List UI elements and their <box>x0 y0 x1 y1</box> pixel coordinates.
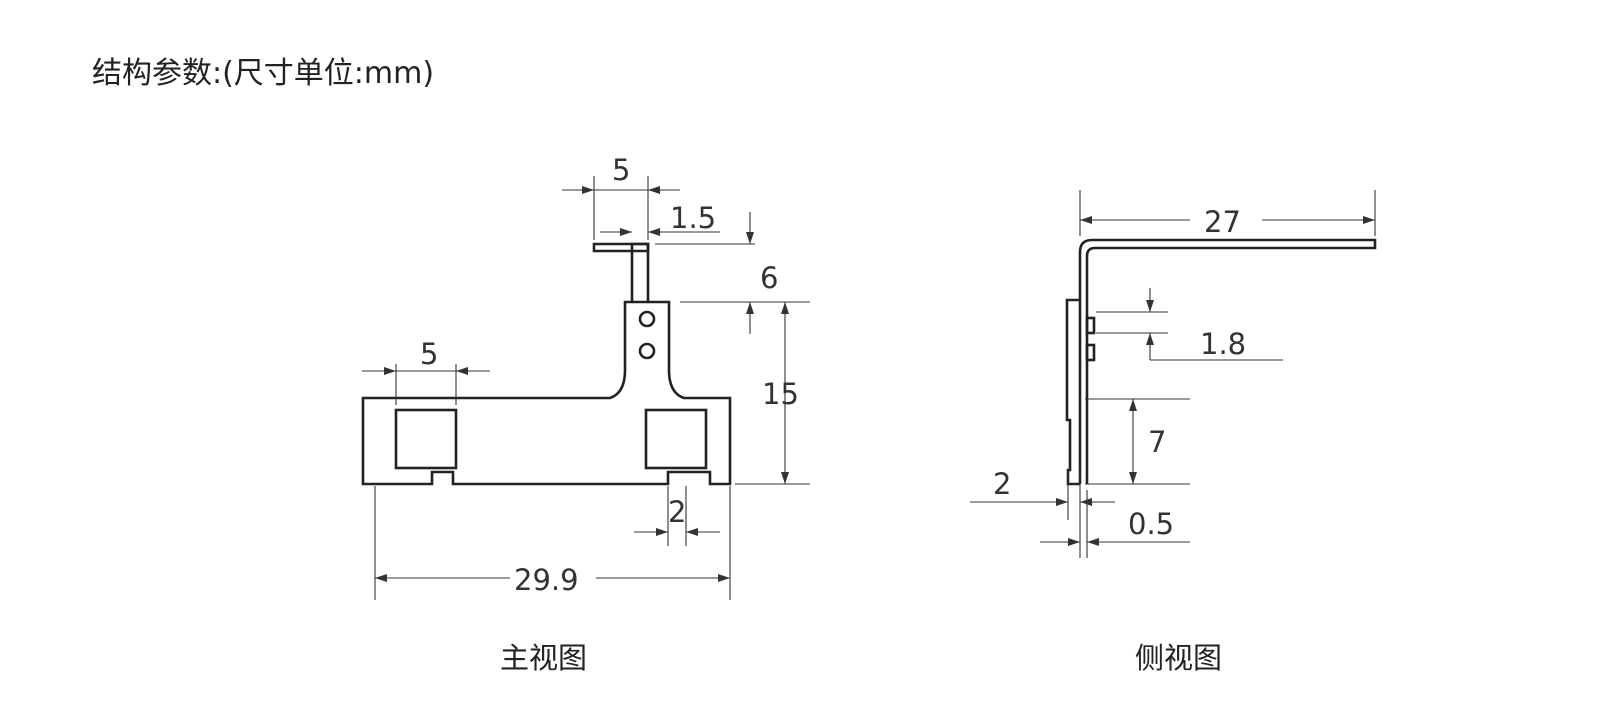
dim-total-width: 29.9 <box>514 563 579 597</box>
side-view-caption: 侧视图 <box>1135 641 1222 675</box>
dim-left-window-width: 5 <box>420 337 438 371</box>
front-view-hole-upper <box>638 310 656 328</box>
dim-top-length: 27 <box>1204 205 1241 239</box>
front-view-left-window <box>394 408 458 470</box>
dim-thickness: 0.5 <box>1128 507 1174 541</box>
dim-slot-width: 2 <box>668 495 686 529</box>
dim-step-height: 7 <box>1148 425 1166 459</box>
page-title: 结构参数:(尺寸单位:mm) <box>92 56 435 91</box>
dim-tab-height: 6 <box>760 261 778 295</box>
dim-hole-pitch: 1.8 <box>1200 327 1246 361</box>
front-view-tab-flange <box>592 242 650 253</box>
front-view-caption: 主视图 <box>500 641 587 675</box>
side-view-hole-bump-lower <box>1085 343 1096 362</box>
dim-stem-height: 15 <box>762 377 799 411</box>
front-view-outline <box>361 300 732 486</box>
dim-tab-thickness: 1.5 <box>670 201 716 235</box>
side-view-sheet <box>1078 238 1377 484</box>
side-view-body <box>1065 298 1080 486</box>
front-view-right-window <box>644 408 708 470</box>
front-view-tab-stem <box>630 242 650 302</box>
side-view: 27 1.8 7 2 0.5 侧视图 <box>970 190 1377 675</box>
side-view-hole-bump-upper <box>1085 316 1096 335</box>
dim-offset: 2 <box>993 467 1011 501</box>
front-view-hole-lower <box>638 342 656 360</box>
front-view: 5 1.5 6 15 5 2 29.9 <box>361 153 810 675</box>
dim-top-tab-width: 5 <box>612 153 630 187</box>
